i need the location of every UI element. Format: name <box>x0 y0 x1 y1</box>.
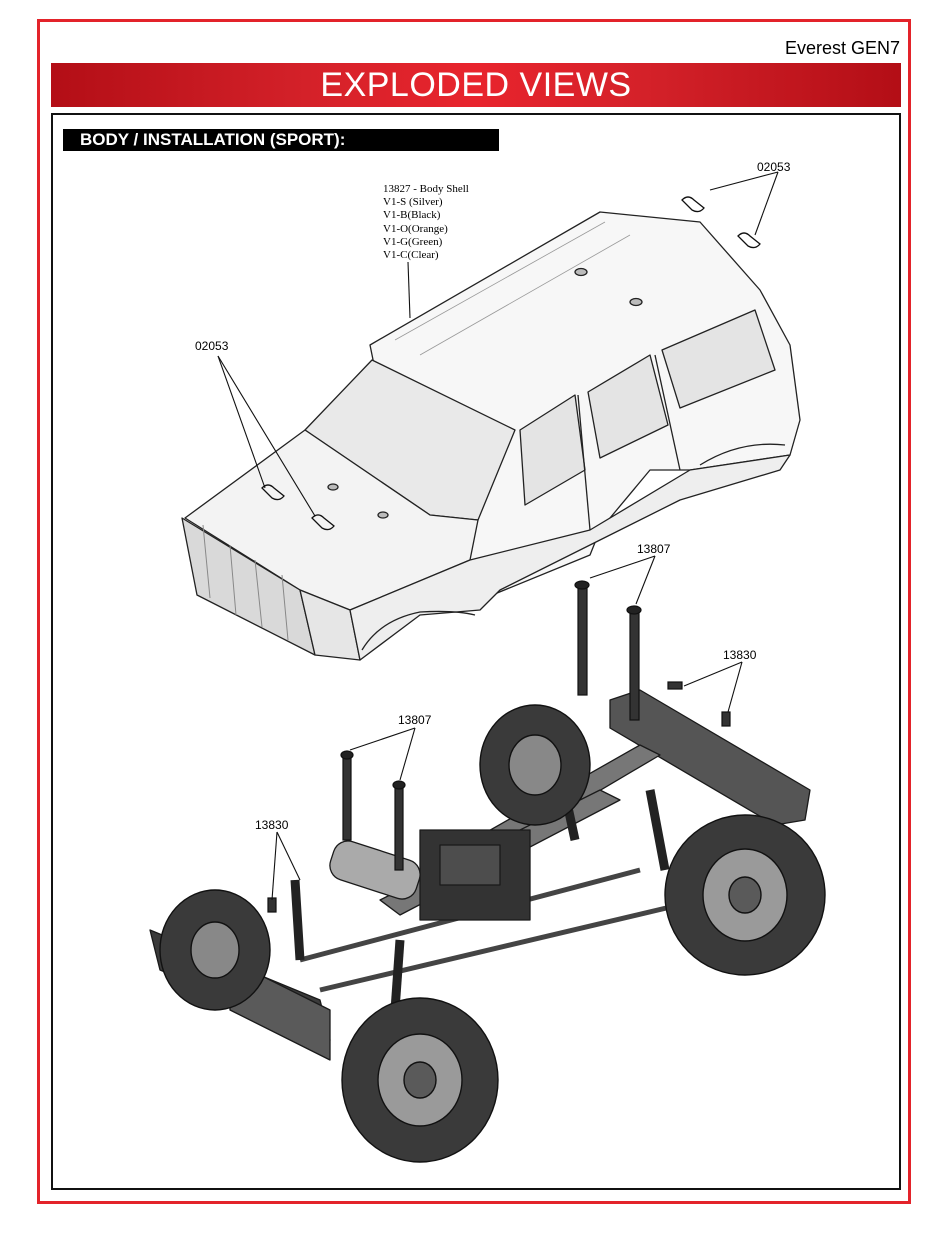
body-shell-spec-line: V1-G(Green) <box>383 236 469 249</box>
callout-body-clip-left: 02053 <box>195 339 228 353</box>
callout-screw-rear: 13830 <box>723 648 756 662</box>
callout-screw-front: 13830 <box>255 818 288 832</box>
body-shell-spec-line: V1-O(Orange) <box>383 223 469 236</box>
body-shell-spec-list: 13827 - Body Shell V1-S (Silver) V1-B(Bl… <box>383 183 469 262</box>
callout-body-post-rear: 13807 <box>637 542 670 556</box>
body-shell-spec-line: V1-C(Clear) <box>383 249 469 262</box>
callout-body-clip-top: 02053 <box>757 160 790 174</box>
body-shell-spec-line: V1-B(Black) <box>383 209 469 222</box>
body-shell-illustration <box>182 212 800 660</box>
callout-body-post-front: 13807 <box>398 713 431 727</box>
body-shell-spec-line: V1-S (Silver) <box>383 196 469 209</box>
body-shell-spec-line: 13827 - Body Shell <box>383 183 469 196</box>
